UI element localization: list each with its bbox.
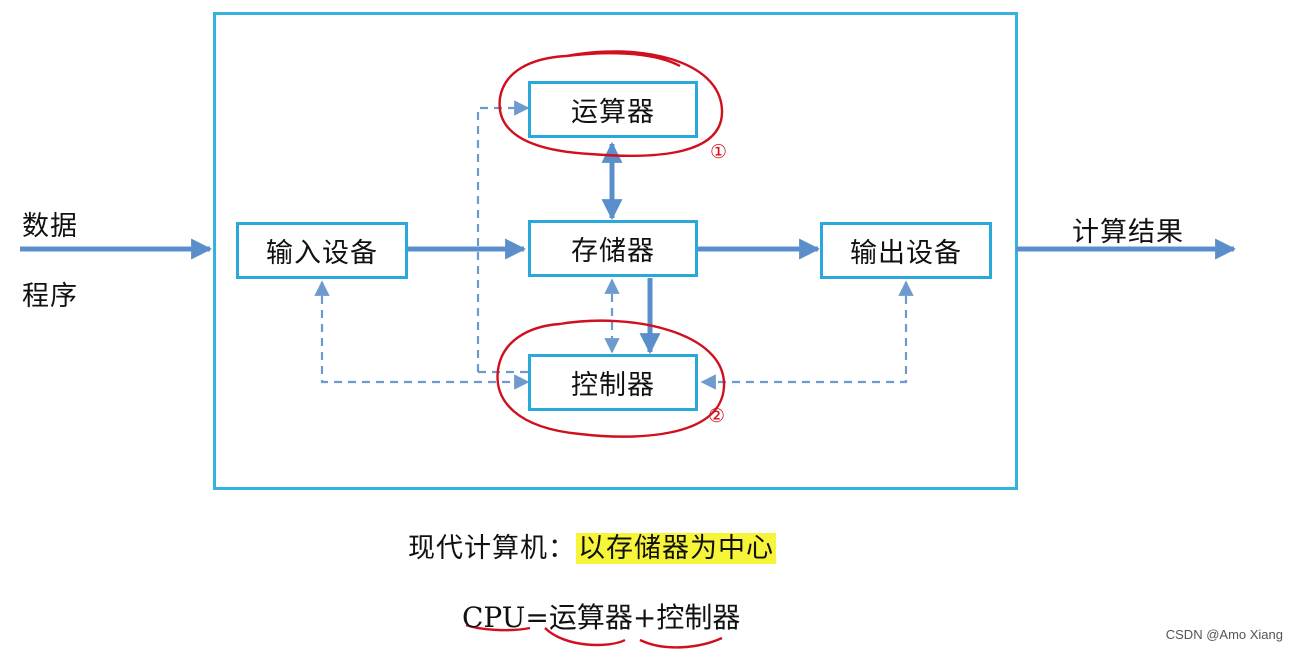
cpu-formula: CPU=运算器+控制器 [462,596,740,636]
alu-mark: ① [710,141,727,163]
control-mark: ② [708,405,725,427]
control-signal-arrows [314,100,914,390]
formula-cpu: CPU [462,601,526,634]
caption: 现代计算机：以存储器为中心 [408,526,776,565]
underline-control [639,636,723,649]
formula-plus: + [632,601,657,634]
memory-label: 存储器 [571,236,655,267]
underline-cpu [465,623,531,632]
output-device-box: 输出设备 [820,222,992,279]
alu-box: 运算器 [528,81,698,138]
output-result-label: 计算结果 [1072,217,1184,248]
caption-prefix: 现代计算机： [408,533,576,564]
red-annotations [465,50,726,649]
input-device-label: 输入设备 [266,238,378,269]
formula-eq: = [525,601,549,634]
input-program-label: 程序 [22,281,78,312]
caption-highlight: 以存储器为中心 [576,533,776,564]
control-circle [496,319,726,438]
control-label: 控制器 [571,370,655,401]
formula-control: 控制器 [656,601,741,634]
output-device-label: 输出设备 [850,238,962,269]
alu-label: 运算器 [571,97,655,128]
input-data-label: 数据 [22,211,78,242]
memory-box: 存储器 [528,220,698,277]
watermark: CSDN @Amo Xiang [1165,627,1283,642]
underline-alu [544,627,626,647]
alu-circle [498,50,724,158]
formula-alu: 运算器 [548,601,633,634]
input-device-box: 输入设备 [236,222,408,279]
control-box: 控制器 [528,354,698,411]
